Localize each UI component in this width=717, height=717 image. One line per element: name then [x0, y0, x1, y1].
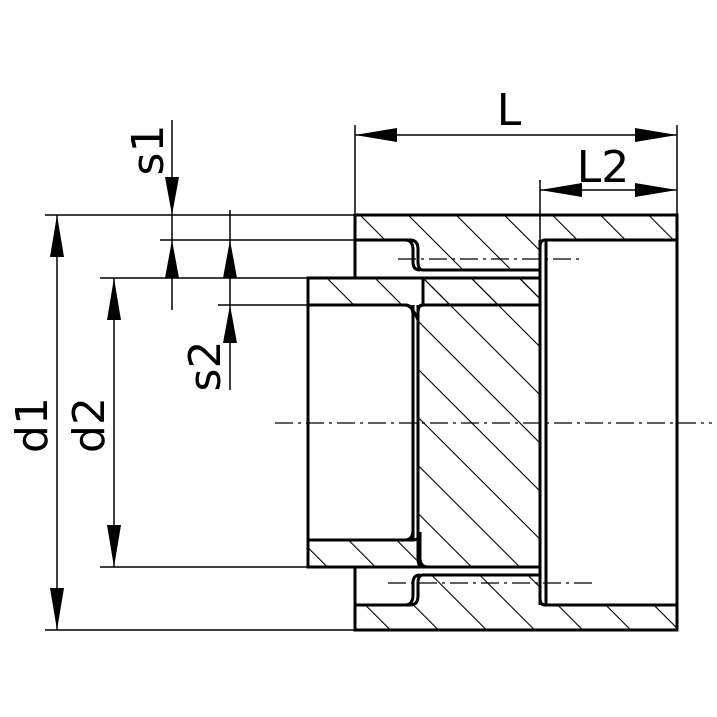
label-s2: s2: [180, 341, 231, 392]
arrowheads: [50, 128, 677, 630]
center-lines: [275, 258, 712, 584]
label-d2: d2: [64, 397, 115, 453]
label-L: L: [497, 85, 522, 136]
label-L2: L2: [577, 142, 630, 193]
dimension-labels: L L2 s1 s2 d1 d2: [7, 85, 629, 453]
label-d1: d1: [7, 397, 58, 453]
section-top-wall: [353, 213, 679, 272]
label-s1: s1: [123, 125, 174, 176]
